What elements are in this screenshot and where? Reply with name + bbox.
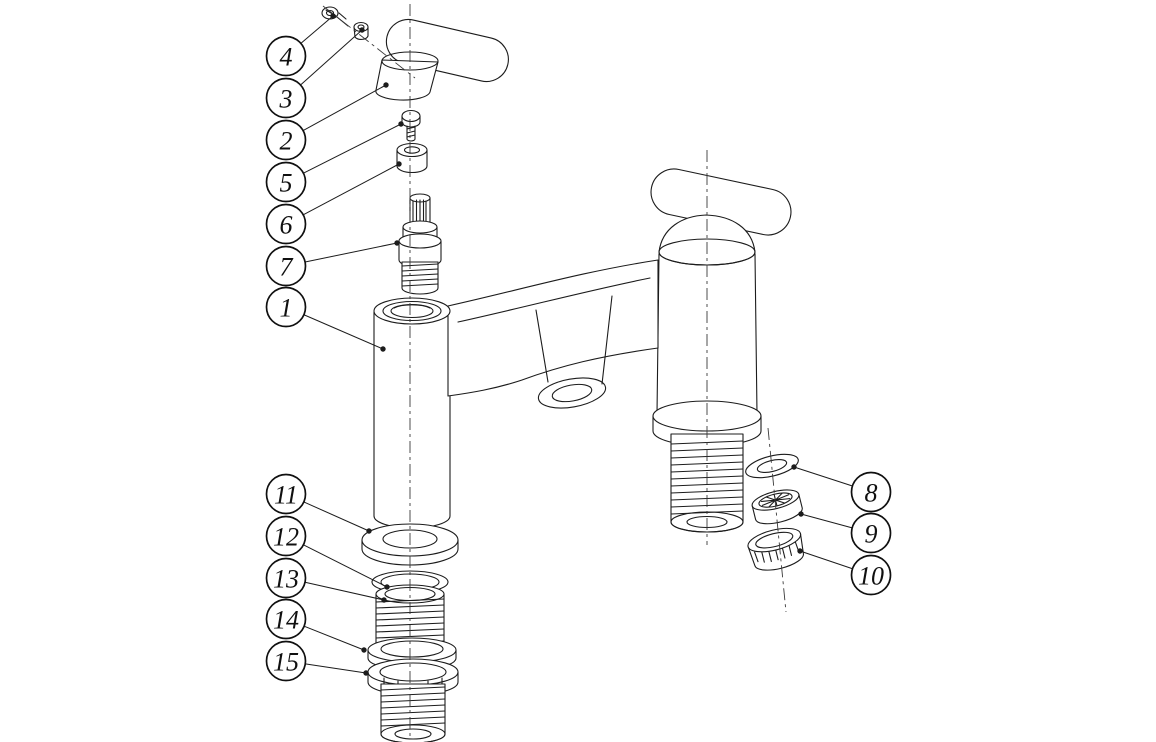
callout-8	[850, 471, 892, 513]
leader-line-2	[302, 84, 387, 132]
leader-dot-12	[384, 584, 390, 590]
handle-left	[375, 18, 509, 101]
leader-line-9	[800, 513, 853, 529]
leader-dot-10	[797, 548, 803, 554]
leader-line-11	[303, 501, 370, 532]
leader-dot-13	[381, 597, 387, 603]
callout-13	[265, 557, 307, 599]
callout-4	[265, 35, 307, 77]
callout-label-14: 14	[273, 605, 299, 634]
leader-line-8	[793, 466, 853, 487]
centerlines	[322, 4, 787, 738]
leader-line-10	[799, 550, 853, 570]
adaptor-bush	[396, 142, 428, 174]
callout-5	[265, 161, 307, 203]
leader-dot-7	[394, 240, 400, 246]
leader-dot-5	[398, 121, 404, 127]
tap-body-top-opening	[373, 297, 451, 325]
callout-6	[265, 203, 307, 245]
cartridge-screw	[401, 109, 421, 142]
callout-label-6: 6	[280, 210, 293, 239]
leader-line-7	[304, 242, 398, 263]
callout-label-9: 9	[865, 519, 878, 548]
leader-dot-4	[330, 13, 336, 19]
leader-line-14	[303, 625, 365, 651]
leader-line-12	[303, 544, 388, 588]
callout-11	[265, 473, 307, 515]
leader-line-1	[303, 314, 384, 350]
leader-line-4	[300, 15, 334, 44]
aerator-insert	[751, 489, 803, 525]
leader-dot-11	[366, 528, 372, 534]
leader-line-3	[300, 29, 363, 86]
tap-body-left-pillar	[373, 311, 451, 529]
leader-line-6	[302, 163, 400, 216]
callout-10	[850, 554, 892, 596]
leader-dot-3	[359, 27, 365, 33]
callout-label-15: 15	[273, 647, 299, 676]
callout-label-13: 13	[273, 564, 299, 593]
leader-dot-8	[791, 464, 797, 470]
leader-dot-1	[380, 346, 386, 352]
callout-14	[265, 598, 307, 640]
callout-1	[265, 286, 307, 328]
callout-label-5: 5	[280, 168, 293, 197]
leader-line-13	[304, 581, 385, 601]
leader-line-15	[305, 663, 367, 674]
cartridge	[398, 193, 442, 295]
aerator-washer	[745, 453, 799, 479]
callout-12	[265, 515, 307, 557]
callout-3	[265, 77, 307, 119]
leader-dot-9	[798, 511, 804, 517]
backnut	[367, 658, 459, 742]
leader-line-5	[303, 123, 402, 174]
callout-label-2: 2	[280, 126, 293, 155]
callout-label-8: 8	[865, 478, 878, 507]
callout-label-10: 10	[858, 561, 884, 590]
leader-dot-15	[363, 670, 369, 676]
tap-body-bridge	[447, 259, 659, 397]
callout-7	[265, 245, 307, 287]
callout-9	[850, 512, 892, 554]
leader-dot-6	[396, 161, 402, 167]
leader-dot-2	[383, 82, 389, 88]
tap-spout	[535, 295, 613, 409]
callout-label-11: 11	[274, 480, 298, 509]
callout-2	[265, 119, 307, 161]
leader-dot-14	[361, 647, 367, 653]
callout-label-1: 1	[280, 293, 293, 322]
callout-label-4: 4	[280, 42, 293, 71]
callout-label-7: 7	[280, 252, 294, 281]
callout-15	[265, 640, 307, 682]
callout-label-3: 3	[279, 84, 293, 113]
aerator-shroud	[747, 527, 804, 571]
callout-label-12: 12	[273, 522, 299, 551]
